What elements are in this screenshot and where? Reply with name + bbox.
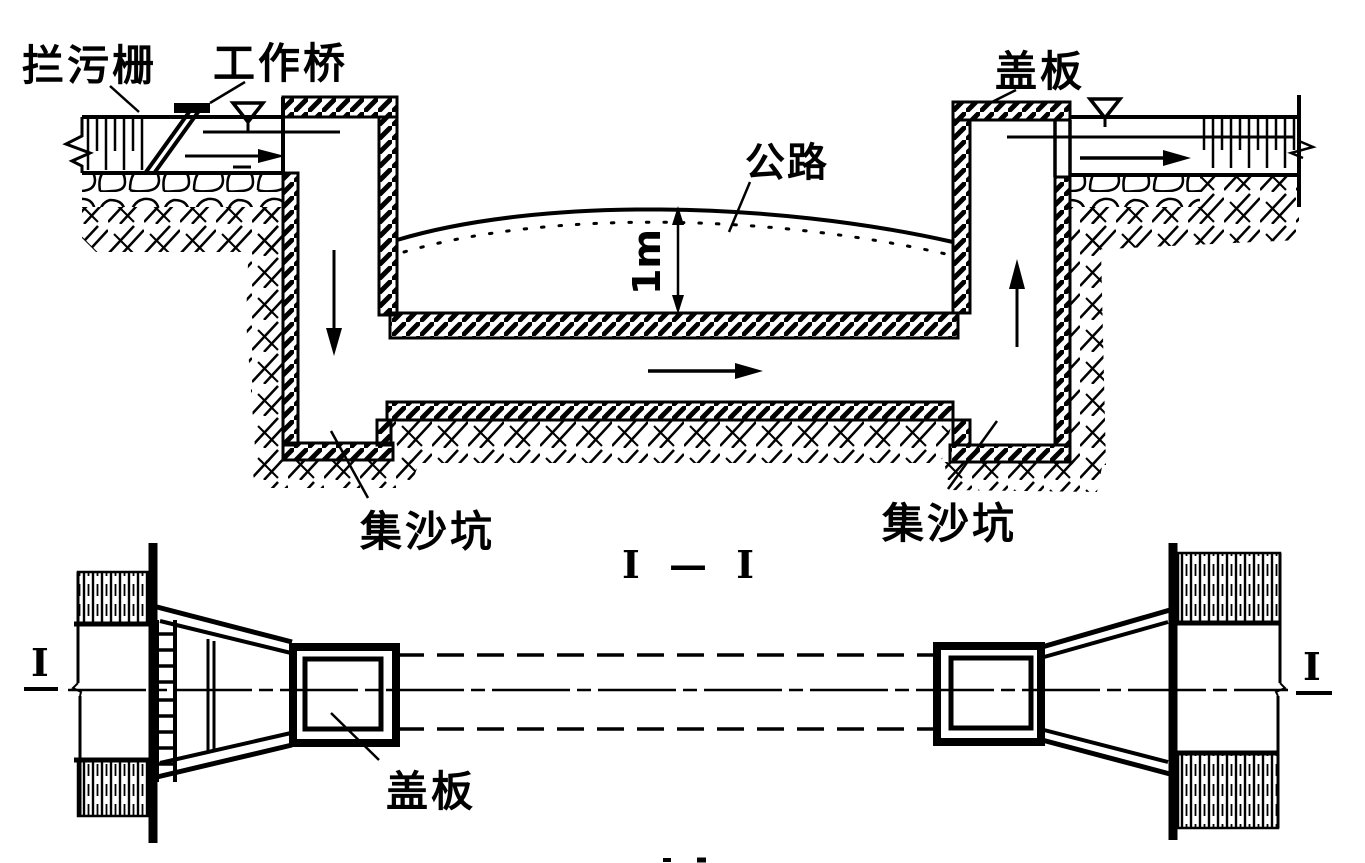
left-shaft-top-slab <box>281 95 399 119</box>
clearance-dimension: 1m <box>625 206 684 314</box>
label-cover-plate-plan: 盖板 <box>386 767 476 816</box>
label-work-bridge: 工作桥 <box>213 39 348 88</box>
label-cover-plate-section: 盖板 <box>995 47 1085 96</box>
work-bridge-deck <box>174 103 210 113</box>
buried-pipe-hidden-lines <box>397 653 935 731</box>
soil-hatching <box>82 177 1299 492</box>
bank-ticks-downstream <box>1202 118 1296 168</box>
plan-labels: I I 盖板 <box>24 640 1332 816</box>
section-mark-right: I <box>1303 644 1329 689</box>
upstream-channel <box>62 101 340 175</box>
flow-arrow-barrel <box>648 363 763 379</box>
trash-rack-plan <box>155 620 177 782</box>
flow-arrow-up-shaft <box>1009 259 1025 347</box>
right-shaft <box>948 100 1072 464</box>
culvert-barrel <box>385 311 960 422</box>
label-trash-rack: 拦污栅 <box>22 41 157 90</box>
left-shaft <box>281 95 399 462</box>
inlet-transition-walls <box>156 604 293 780</box>
barrel-top-slab <box>388 311 960 340</box>
flow-arrow-down-shaft <box>326 250 342 356</box>
highway-embankment: 1m <box>396 206 954 314</box>
section-view: 1m <box>22 39 1317 587</box>
rubble-masonry <box>82 175 1200 207</box>
left-shaft-right-wall <box>377 115 399 317</box>
outlet-transition-walls <box>1041 607 1171 777</box>
bank-lower-right <box>1176 751 1280 830</box>
right-shaft-right-wall <box>1053 175 1072 447</box>
label-sand-pit-left: 集沙坑 <box>359 507 495 556</box>
right-sand-pit-floor <box>948 443 1072 464</box>
outlet-shaft-box-inner <box>948 655 1034 731</box>
water-level-icon-downstream <box>1086 97 1124 127</box>
water-level-icon-upstream <box>229 101 267 131</box>
bank-upper-right <box>1176 551 1282 625</box>
label-highway: 公路 <box>745 140 829 186</box>
bank-upper-left <box>76 570 151 626</box>
inlet-shaft-box-outer <box>289 643 400 747</box>
label-sand-pit-right: 集沙坑 <box>881 499 1017 548</box>
bank-lower-left <box>76 758 151 818</box>
inlet-shaft-box-inner <box>302 656 384 732</box>
section-title: I — I <box>622 542 762 587</box>
barrel-bottom-slab <box>385 400 955 422</box>
downstream-channel <box>1007 95 1317 207</box>
plan-outlet-structure <box>933 543 1287 840</box>
flow-arrow-upstream <box>185 149 285 163</box>
clearance-dimension-label: 1m <box>625 229 669 295</box>
plan-view: I I 盖板 <box>24 543 1332 843</box>
section-labels: 拦污栅 工作桥 盖板 公路 集沙坑 集沙坑 I — I <box>22 39 1085 587</box>
plan-inlet-structure <box>71 543 400 843</box>
right-shaft-cover-slab <box>951 100 1072 122</box>
trash-rack-bars <box>86 119 144 170</box>
left-shaft-left-wall <box>281 171 300 447</box>
flow-arrow-downstream <box>1080 150 1191 166</box>
section-mark-left: I <box>31 640 57 685</box>
right-shaft-left-wall <box>951 118 972 315</box>
outlet-shaft-box-outer <box>933 642 1045 746</box>
break-line-left <box>62 117 94 173</box>
road-surface <box>396 207 954 244</box>
